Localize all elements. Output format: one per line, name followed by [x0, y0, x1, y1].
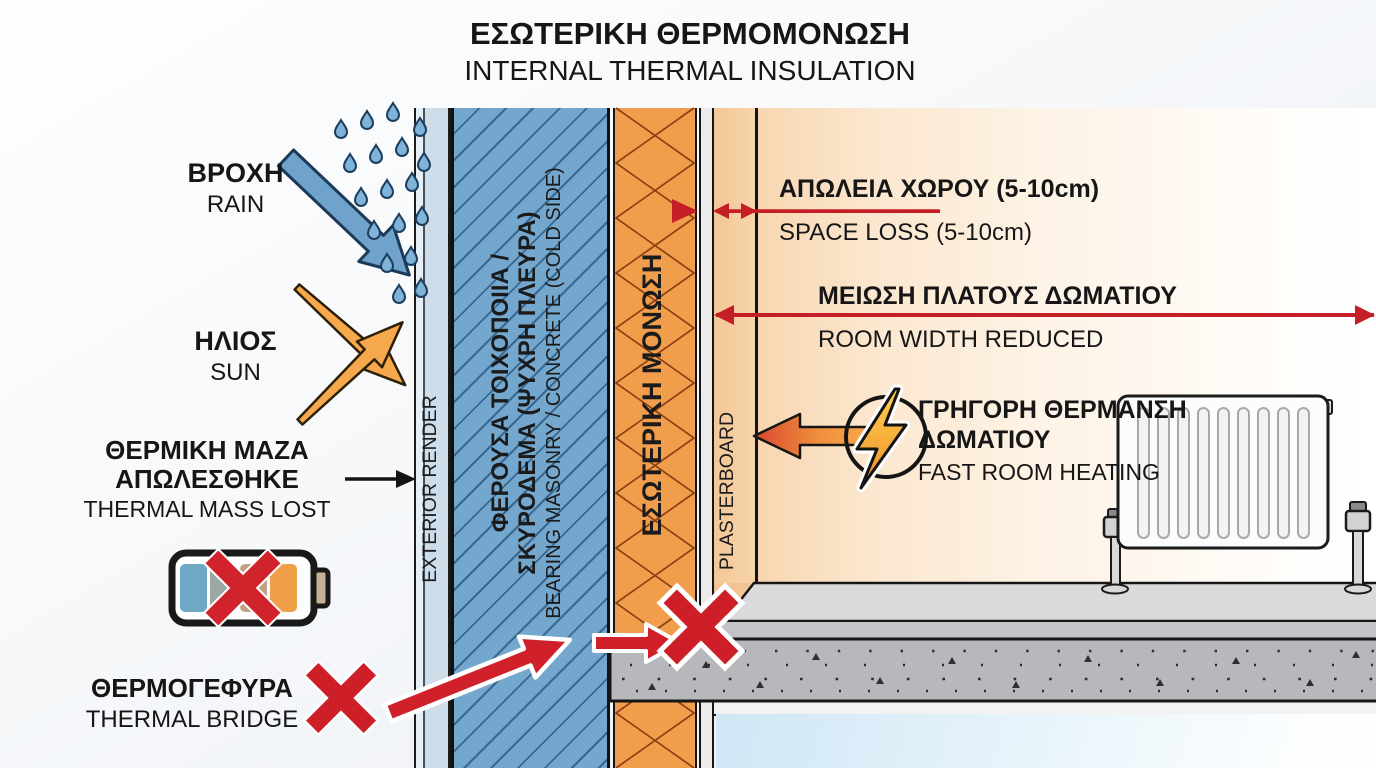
label-rain-greek: ΒΡΟΧΗ — [187, 158, 284, 188]
lost-space-boundary-line — [755, 108, 758, 583]
label-sun-greek: ΗΛΙΟΣ — [194, 326, 277, 356]
floor-finish-edge — [712, 620, 1376, 640]
battery-cross-icon — [202, 547, 284, 629]
title-greek: ΕΣΩΤΕΡΙΚΗ ΘΕΡΜΟΜΟΝΩΣΗ — [470, 16, 910, 51]
label-sun-english: SUN — [210, 359, 261, 387]
annotation-room-width-greek: ΜΕΙΩΣΗ ΠΛΑΤΟΥΣ ΔΩΜΑΤΙΟΥ — [818, 282, 1177, 310]
annotation-space-loss-english: SPACE LOSS (5-10cm) — [779, 218, 1032, 246]
annotation-fast-heating: ΓΡΗΓΟΡΗ ΘΕΡΜΑΝΣΗ ΔΩΜΑΤΙΟΥ FAST ROOM HEAT… — [918, 396, 1187, 487]
annotation-fast-heating-greek-2: ΔΩΜΑΤΙΟΥ — [918, 425, 1051, 454]
label-thermal-mass-greek-1: ΘΕΡΜΙΚΗ ΜΑΖΑ — [105, 435, 309, 465]
label-thermal-mass-greek-2: ΑΠΩΛΕΣΘΗΚΕ — [115, 463, 299, 494]
thermal-mass-arrow-icon — [345, 470, 416, 488]
label-rain-english: RAIN — [206, 191, 265, 219]
label-thermal-mass: ΘΕΡΜΙΚΗ ΜΑΖΑ ΑΠΩΛΕΣΘΗΚΕ THERMAL MASS LOS… — [62, 436, 352, 523]
sun-rays-icon — [293, 283, 407, 426]
label-masonry-english: BEARING MASONRY / CONCRETE (COLD SIDE) — [542, 167, 565, 619]
annotation-fast-heating-greek-1: ΓΡΗΓΟΡΗ ΘΕΡΜΑΝΣΗ — [918, 396, 1187, 424]
title-english: INTERNAL THERMAL INSULATION — [464, 54, 916, 86]
label-thermal-mass-english: THERMAL MASS LOST — [83, 496, 331, 523]
thermal-bridge-arrow-icon — [382, 634, 573, 724]
radiator-ribs — [1137, 407, 1310, 539]
raindrops-icon — [333, 101, 432, 304]
label-bearing-masonry: ΦΕΡΟΥΣΑ ΤΟΙΧΟΠΟΙΙΑ / ΣΚΥΡΟΔΕΜΑ (ΨΥΧΡΗ ΠΛ… — [487, 108, 570, 678]
annotation-fast-heating-english: FAST ROOM HEATING — [918, 459, 1160, 485]
heating-arrow-icon — [752, 412, 872, 460]
room-width-arrow-icon — [714, 305, 1375, 325]
insulation-pointer-icon — [672, 199, 698, 223]
label-sun: ΗΛΙΟΣ SUN — [148, 326, 323, 387]
junction-cross-icon — [656, 582, 746, 672]
radiator — [1101, 394, 1372, 595]
label-internal-insulation: ΕΣΩΤΕΡΙΚΗ ΜΟΝΩΣΗ — [637, 253, 667, 537]
annotation-space-loss-greek: ΑΠΩΛΕΙΑ ΧΩΡΟΥ (5-10cm) — [779, 175, 1100, 203]
annotation-space-loss: ΑΠΩΛΕΙΑ ΧΩΡΟΥ (5-10cm) SPACE LOSS (5-10c… — [779, 175, 1099, 246]
lower-room — [716, 714, 1376, 768]
annotation-room-width-english: ROOM WIDTH REDUCED — [818, 325, 1104, 353]
thermal-bridge-cross-icon — [302, 659, 380, 737]
floor-assembly — [608, 581, 1376, 703]
label-thermal-bridge: ΘΕΡΜΟΓΕΦΥΡΑ THERMAL BRIDGE — [52, 673, 332, 733]
label-rain: ΒΡΟΧΗ RAIN — [148, 158, 323, 219]
label-exterior-render: EXTERIOR RENDER — [419, 395, 441, 583]
label-thermal-bridge-english: THERMAL BRIDGE — [85, 705, 299, 733]
label-thermal-bridge-greek: ΘΕΡΜΟΓΕΦΥΡΑ — [91, 673, 293, 703]
label-masonry-greek-1: ΦΕΡΟΥΣΑ ΤΟΙΧΟΠΟΙΙΑ / — [487, 253, 514, 533]
diagram-title: ΕΣΩΤΕΡΙΚΗ ΘΕΡΜΟΜΟΝΩΣΗ INTERNAL THERMAL I… — [340, 16, 1040, 87]
label-masonry-greek-2: ΣΚΥΡΟΔΕΜΑ (ΨΥΧΡΗ ΠΛΕΥΡΑ) — [513, 211, 541, 575]
lightning-icon — [844, 384, 928, 493]
floor-finish-top — [721, 581, 1376, 623]
space-loss-arrow-icon — [713, 203, 940, 219]
label-plasterboard: PLASTERBOARD — [716, 411, 738, 571]
annotation-room-width: ΜΕΙΩΣΗ ΠΛΑΤΟΥΣ ΔΩΜΑΤΙΟΥ ROOM WIDTH REDUC… — [818, 282, 1177, 353]
